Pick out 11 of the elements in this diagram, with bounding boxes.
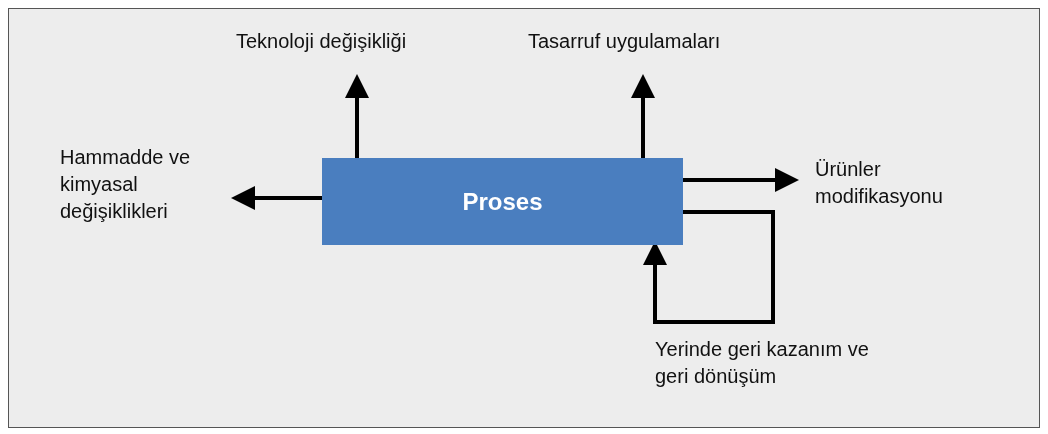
arrow — [231, 186, 322, 210]
arrow — [643, 210, 775, 324]
node-label: Ürünler modifikasyonu — [815, 158, 943, 207]
arrow — [345, 74, 369, 158]
node-label: Tasarruf uygulamaları — [528, 30, 721, 52]
arrow — [683, 168, 799, 192]
node-label: Hammadde ve kimyasal değişiklikleri — [60, 146, 191, 222]
edge-label: Yerinde geri kazanım ve geri dönüşüm — [655, 337, 870, 389]
process-box: Proses — [322, 158, 683, 245]
node-label: Teknoloji değişikliği — [236, 30, 407, 52]
arrow — [631, 74, 655, 158]
